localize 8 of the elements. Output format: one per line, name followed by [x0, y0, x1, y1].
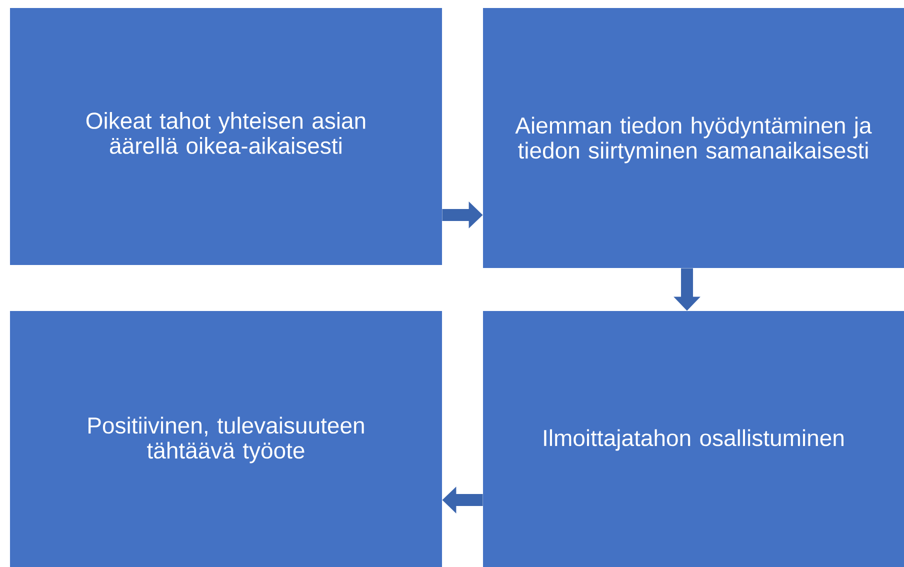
node-label: Oikeat tahot yhteisen asian äärellä oikea-aikaisesti: [86, 112, 366, 154]
process-box: [483, 311, 904, 567]
process-box: [10, 8, 442, 265]
node-label: Positiivinen, tulevaisuuteen tähtäävä työote: [88, 416, 364, 464]
process-box: [483, 8, 904, 268]
process-box: [10, 311, 442, 567]
node-label: Aiemman tiedon hyödyntäminen ja tiedon siirtyminen samanaikaisesti: [515, 116, 872, 164]
node-label: Ilmoittajatahon osallistuminen: [544, 429, 844, 451]
